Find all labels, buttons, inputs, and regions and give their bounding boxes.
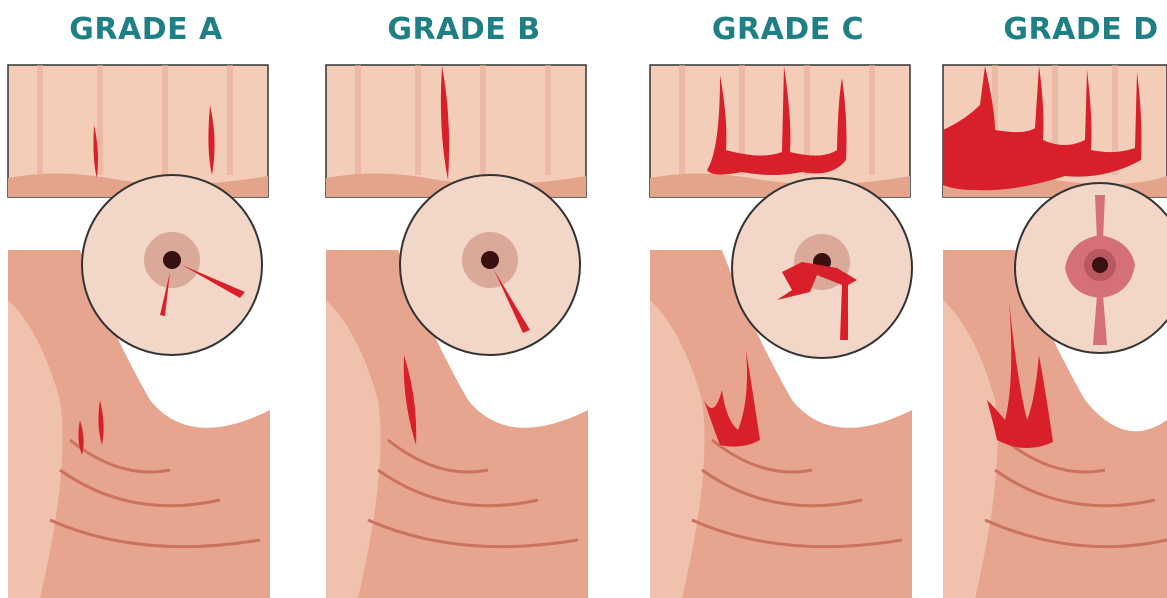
grade-c-illustration bbox=[642, 0, 934, 598]
grade-a-illustration bbox=[0, 0, 292, 598]
mucosa-closeup bbox=[943, 65, 1167, 197]
endoscopic-view-circle bbox=[82, 175, 262, 355]
mucosa-closeup bbox=[8, 65, 268, 197]
endoscopic-view-circle bbox=[400, 175, 580, 355]
panel-grade-c: GRADE C bbox=[642, 0, 934, 598]
mucosa-closeup bbox=[650, 65, 910, 197]
endoscopic-view-circle bbox=[732, 178, 912, 358]
mucosa-closeup bbox=[326, 65, 586, 197]
grade-b-illustration bbox=[318, 0, 610, 598]
panel-grade-d: GRADE D bbox=[935, 0, 1167, 598]
panel-grade-b: GRADE B bbox=[318, 0, 610, 598]
grade-d-illustration bbox=[935, 0, 1167, 598]
panel-grade-a: GRADE A bbox=[0, 0, 292, 598]
